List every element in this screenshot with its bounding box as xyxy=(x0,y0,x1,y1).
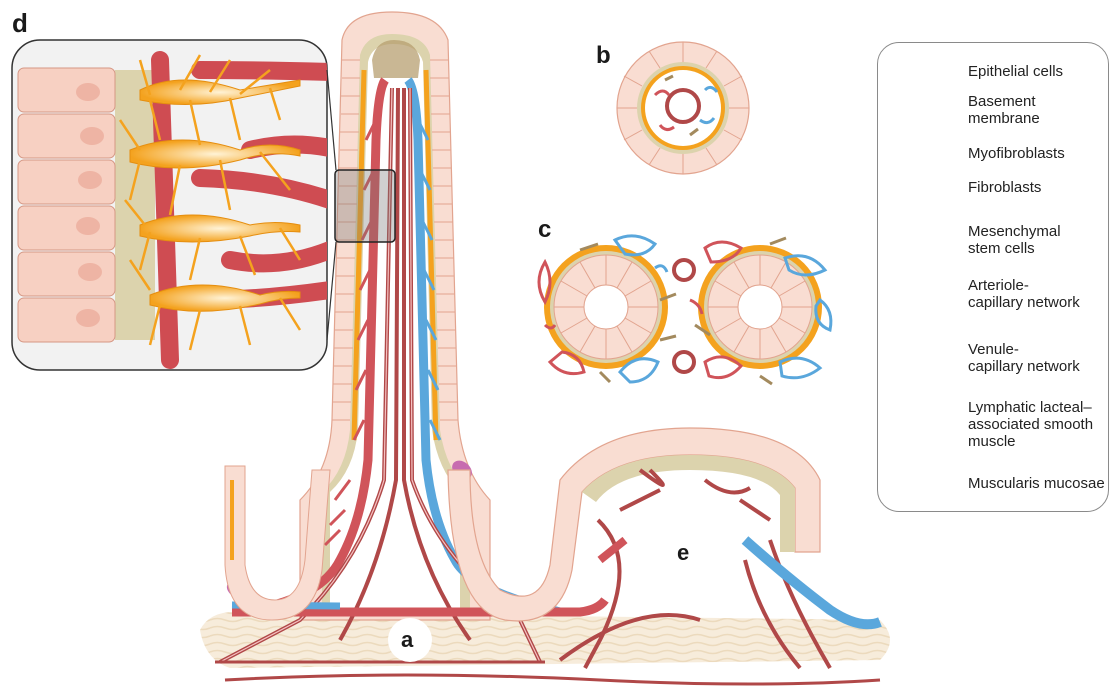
panel-label-d: d xyxy=(12,8,28,39)
legend-label-epithelial: Epithelial cells xyxy=(968,63,1063,80)
legend-label-basement: Basement membrane xyxy=(968,93,1040,127)
legend-label-fibroblasts: Fibroblasts xyxy=(968,179,1041,196)
bottom-smooth-muscle xyxy=(225,675,880,684)
cross-section-c xyxy=(539,236,831,384)
legend-label-arteriole: Arteriole- capillary network xyxy=(968,277,1080,311)
cross-section-b xyxy=(617,42,749,174)
legend: Epithelial cells Basement membrane Myofi… xyxy=(877,42,1109,512)
inset-d xyxy=(12,40,330,370)
panel-label-c: c xyxy=(538,216,551,244)
panel-label-b: b xyxy=(596,42,611,70)
panel-label-e: e xyxy=(677,540,689,566)
legend-label-msc: Mesenchymal stem cells xyxy=(968,223,1061,257)
panel-label-a: a xyxy=(401,627,413,653)
legend-label-lymphatic: Lymphatic lacteal– associated smooth mus… xyxy=(968,399,1093,450)
legend-label-venule: Venule- capillary network xyxy=(968,341,1080,375)
crypt-left xyxy=(225,466,330,620)
legend-label-muscularis: Muscularis mucosae xyxy=(968,475,1105,492)
legend-label-myofibroblasts: Myofibroblasts xyxy=(968,145,1065,162)
